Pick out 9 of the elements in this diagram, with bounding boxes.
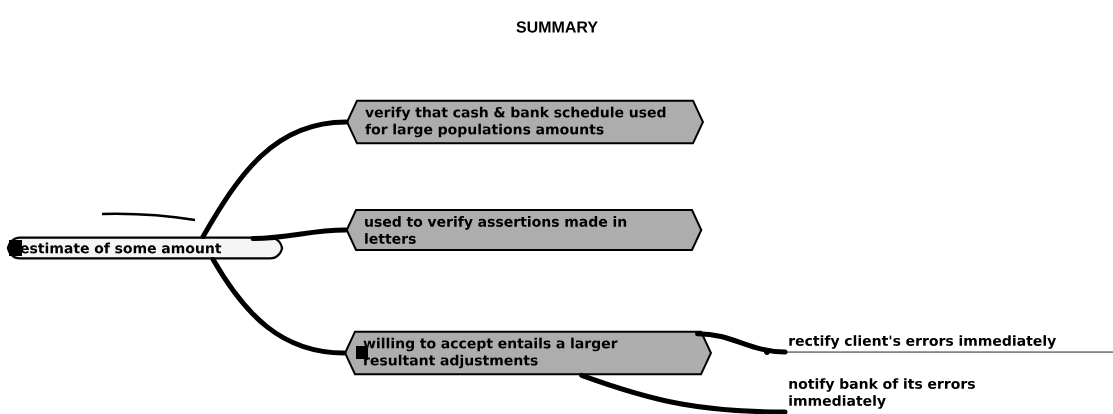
topic-box: estimate of some amount [6,236,284,260]
leaf-text: rectify client's errors immediately [789,335,1056,349]
title: SUMMARY [516,21,598,33]
leaf-text: notify bank of its errors immediately [789,378,975,409]
branch-line [695,331,788,355]
branch-line [200,119,349,239]
branch-line [579,372,788,414]
branch-line [250,227,349,241]
branch-line [210,257,347,356]
